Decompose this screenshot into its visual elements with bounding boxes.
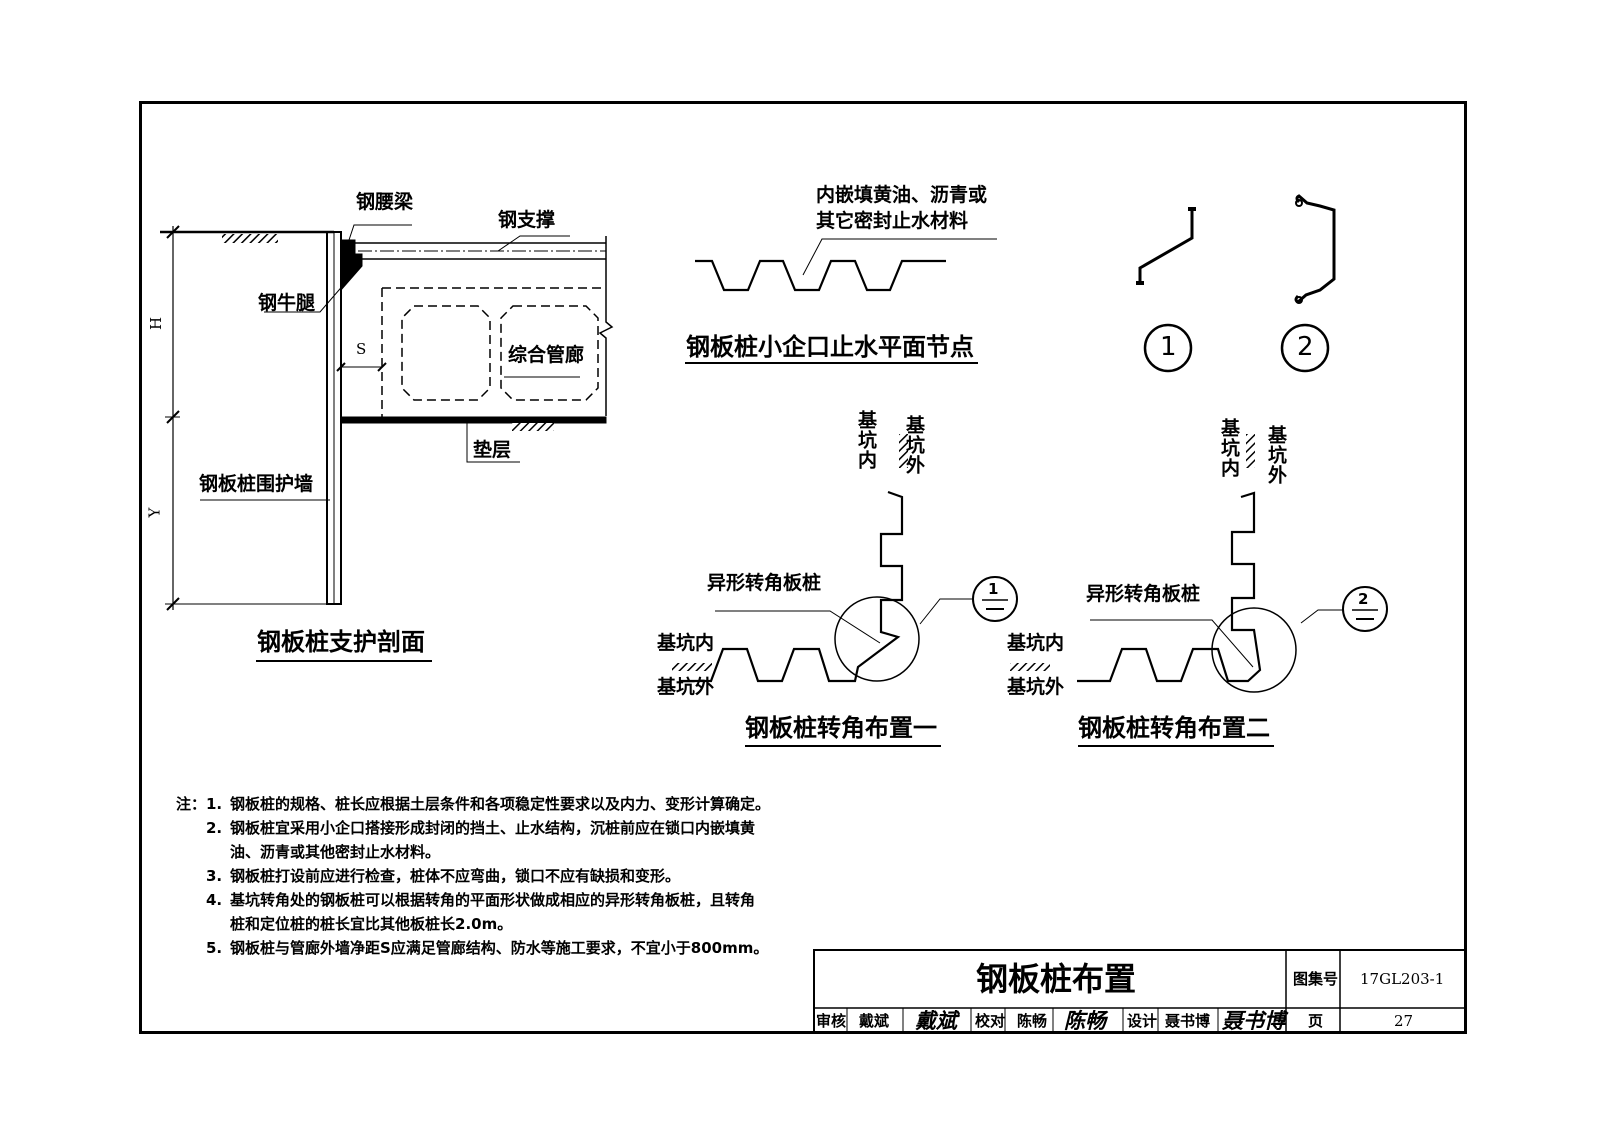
corner1-left-outer: 基坑外	[657, 676, 715, 698]
corner1-left-inner: 基坑内	[657, 632, 715, 654]
review-label: 审核	[816, 1012, 847, 1030]
corner-2-view	[1010, 434, 1388, 747]
detail-1-shape	[1136, 207, 1196, 373]
reviewer-name: 戴斌	[859, 1012, 890, 1030]
atlas-label: 图集号	[1293, 970, 1339, 988]
checker-signature: 陈畅	[1064, 1008, 1106, 1033]
corner2-left-inner: 基坑内	[1007, 632, 1065, 654]
note-row: 桩和定位桩的桩长宜比其他板桩长2.0m。	[150, 912, 770, 936]
note-text: 钢板桩打设前应进行检查，桩体不应弯曲，锁口不应有缺损和变形。	[230, 867, 681, 885]
note-number: 1.	[206, 795, 223, 813]
notes-lead: 注：	[175, 795, 206, 813]
corner1-title: 钢板桩转角布置一	[745, 714, 937, 742]
detail-2-shape	[1280, 194, 1336, 373]
corner2-top-outer: 基坑外	[1265, 425, 1287, 485]
note-row: 3. 钢板桩打设前应进行检查，桩体不应弯曲，锁口不应有缺损和变形。	[150, 864, 770, 888]
drawing-title: 钢板桩布置	[976, 960, 1137, 998]
note-text: 桩和定位桩的桩长宜比其他板桩长2.0m。	[230, 915, 513, 933]
corner2-top-inner: 基坑内	[1218, 418, 1240, 478]
note-row: 2. 钢板桩宜采用小企口搭接形成封闭的挡土、止水结构，沉桩前应在锁口内嵌填黄	[150, 816, 770, 840]
section-title: 钢板桩支护剖面	[257, 628, 425, 656]
notes-block: 注：1. 钢板桩的规格、桩长应根据土层条件和各项稳定性要求以及内力、变形计算确定。…	[150, 792, 770, 960]
checker-name: 陈畅	[1017, 1012, 1048, 1030]
detail-2-number: 2	[1297, 332, 1314, 362]
dim-y-label: Y	[145, 507, 164, 518]
lock-node-view	[685, 238, 997, 364]
corner1-special-pile: 异形转角板桩	[707, 572, 822, 594]
designer-signature: 聂书博	[1222, 1008, 1285, 1033]
corner2-title: 钢板桩转角布置二	[1078, 714, 1270, 742]
lock-note-line1: 内嵌填黄油、沥青或	[816, 184, 988, 206]
corner1-top-outer: 基坑外	[903, 415, 925, 475]
reviewer-signature: 戴斌	[915, 1008, 957, 1033]
corner2-callout-number: 2	[1358, 590, 1369, 608]
designer-name: 聂书博	[1165, 1012, 1211, 1030]
dim-s-label: S	[356, 340, 367, 358]
note-number: 3.	[206, 867, 223, 885]
note-text: 油、沥青或其他密封止水材料。	[230, 843, 441, 861]
wall-label: 钢板桩围护墙	[199, 473, 314, 495]
detail-1-number: 1	[1160, 332, 1177, 362]
lock-node-title: 钢板桩小企口止水平面节点	[686, 333, 974, 361]
strut-label: 钢支撑	[498, 209, 556, 231]
atlas-number: 17GL203-1	[1360, 970, 1445, 988]
note-number: 4.	[206, 891, 223, 909]
page-label: 页	[1308, 1012, 1324, 1030]
note-number: 5.	[206, 939, 223, 957]
utility-tunnel-label: 综合管廊	[508, 344, 585, 366]
lock-note-line2: 其它密封止水材料	[816, 210, 969, 232]
title-block-grid	[813, 949, 1464, 1031]
note-number: 2.	[206, 819, 223, 837]
corner1-top-inner: 基坑内	[855, 410, 877, 470]
corner1-callout-number: 1	[988, 580, 999, 598]
detail-shapes	[1136, 194, 1336, 373]
cushion-label: 垫层	[473, 439, 512, 461]
page-number: 27	[1394, 1012, 1414, 1030]
note-row: 5. 钢板桩与管廊外墙净距S应满足管廊结构、防水等施工要求，不宜小于800mm。	[150, 936, 770, 960]
waist-beam-label: 钢腰梁	[356, 191, 414, 213]
corner2-special-pile: 异形转角板桩	[1086, 583, 1201, 605]
note-text: 基坑转角处的钢板桩可以根据转角的平面形状做成相应的异形转角板桩，且转角	[230, 891, 756, 909]
note-text: 钢板桩的规格、桩长应根据土层条件和各项稳定性要求以及内力、变形计算确定。	[230, 795, 771, 813]
design-label: 设计	[1127, 1012, 1158, 1030]
corner2-left-outer: 基坑外	[1007, 676, 1065, 698]
dim-h-label: H	[147, 316, 166, 331]
bracket-label: 钢牛腿	[258, 292, 316, 314]
title-block: 钢板桩布置 图集号 17GL203-1 审核 戴斌 戴斌 校对 陈畅 陈畅 设计…	[813, 949, 1464, 1031]
note-row: 4. 基坑转角处的钢板桩可以根据转角的平面形状做成相应的异形转角板桩，且转角	[150, 888, 770, 912]
note-row: 油、沥青或其他密封止水材料。	[150, 840, 770, 864]
note-row: 注：1. 钢板桩的规格、桩长应根据土层条件和各项稳定性要求以及内力、变形计算确定。	[150, 792, 770, 816]
check-label: 校对	[975, 1012, 1006, 1030]
section-view	[160, 224, 614, 662]
drawing-frame	[139, 101, 1467, 1034]
corner-1-view	[672, 434, 1018, 747]
note-text: 钢板桩与管廊外墙净距S应满足管廊结构、防水等施工要求，不宜小于800mm。	[230, 939, 769, 957]
note-text: 钢板桩宜采用小企口搭接形成封闭的挡土、止水结构，沉桩前应在锁口内嵌填黄	[230, 819, 756, 837]
